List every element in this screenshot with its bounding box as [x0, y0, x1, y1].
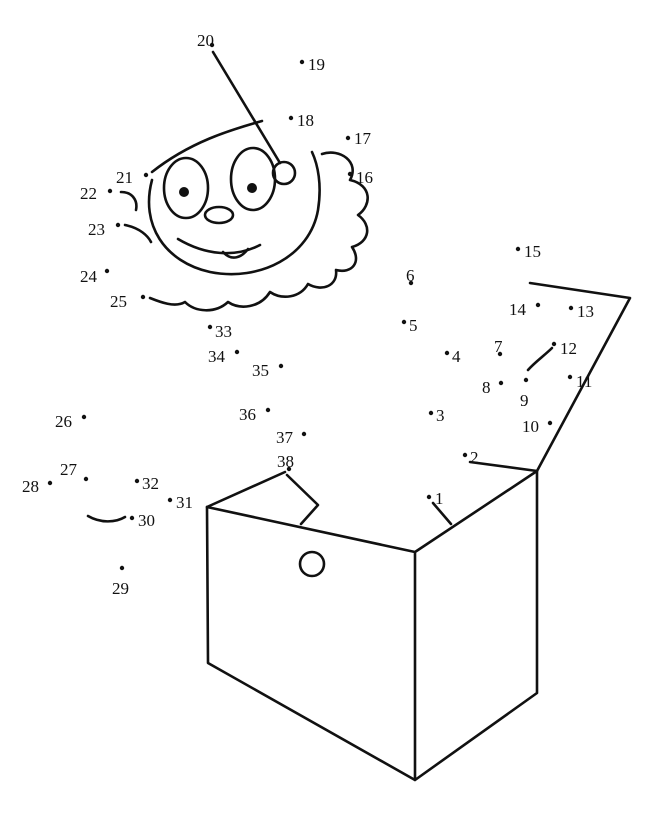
dot-19: [299, 59, 305, 65]
dot-18: [288, 115, 294, 121]
dot-number-16: 16: [356, 168, 373, 187]
left-eye: [162, 156, 210, 220]
dot-14: [535, 302, 541, 308]
scarf-curve: [86, 514, 127, 523]
right-eye: [229, 146, 277, 212]
dot-number-34: 34: [208, 347, 226, 366]
dot-11: [567, 374, 573, 380]
ruff-left: [119, 190, 153, 244]
dot-15: [515, 246, 521, 252]
dot-number-18: 18: [297, 111, 314, 130]
dot-31: [167, 497, 173, 503]
dot-7: [497, 351, 503, 357]
dot-17: [345, 135, 351, 141]
dot-number-36: 36: [239, 405, 256, 424]
dot-29: [119, 565, 125, 571]
dot-38: [286, 466, 292, 472]
pompom: [271, 160, 297, 186]
dot-28: [47, 480, 53, 486]
dot-number-4: 4: [452, 347, 461, 366]
ruff-right: [148, 151, 369, 312]
numbered-dots: 1234567891011121314151617181920212223242…: [22, 31, 594, 598]
dot-13: [568, 305, 574, 311]
dot-number-26: 26: [55, 412, 72, 431]
dot-number-6: 6: [406, 266, 415, 285]
dot-number-27: 27: [60, 460, 78, 479]
dot-number-10: 10: [522, 417, 539, 436]
dot-number-29: 29: [112, 579, 129, 598]
dot-9: [523, 377, 529, 383]
box: [205, 281, 632, 782]
dot-4: [444, 350, 450, 356]
dot-34: [234, 349, 240, 355]
dot-23: [115, 222, 121, 228]
dot-number-31: 31: [176, 493, 193, 512]
dot-number-20: 20: [197, 31, 214, 50]
dot-24: [104, 268, 110, 274]
dot-5: [401, 319, 407, 325]
dot-33: [207, 324, 213, 330]
dot-25: [140, 294, 146, 300]
dot-number-32: 32: [142, 474, 159, 493]
dot-number-8: 8: [482, 378, 491, 397]
dot-21: [143, 172, 149, 178]
dot-number-22: 22: [80, 184, 97, 203]
dot-number-2: 2: [470, 448, 479, 467]
lid-curve: [526, 346, 554, 372]
dot-number-30: 30: [138, 511, 155, 530]
nose: [203, 205, 235, 225]
hat-brim-line: [150, 119, 264, 174]
dot-number-37: 37: [276, 428, 294, 447]
dot-26: [81, 414, 87, 420]
smile: [176, 237, 262, 255]
dot-37: [301, 431, 307, 437]
dot-35: [278, 363, 284, 369]
box-flap-lines: [205, 281, 632, 526]
dot-number-11: 11: [576, 372, 592, 391]
dot-3: [428, 410, 434, 416]
box-hole: [298, 550, 326, 578]
dot-20: [209, 42, 215, 48]
dot-number-23: 23: [88, 220, 105, 239]
dot-number-33: 33: [215, 322, 232, 341]
dot-number-1: 1: [435, 489, 444, 508]
hat-tassel-line: [211, 50, 282, 165]
dot-number-25: 25: [110, 292, 127, 311]
dot-8: [498, 380, 504, 386]
dot-27: [83, 476, 89, 482]
dot-number-21: 21: [116, 168, 133, 187]
dot-6: [408, 280, 414, 286]
dot-number-15: 15: [524, 242, 541, 261]
dot-number-5: 5: [409, 316, 418, 335]
box-outline: [205, 469, 539, 782]
right-pupil: [247, 183, 257, 193]
dot-12: [551, 341, 557, 347]
clown-head: [119, 50, 369, 312]
dot-2: [462, 452, 468, 458]
dot-number-28: 28: [22, 477, 39, 496]
dot-number-13: 13: [577, 302, 594, 321]
dot-number-7: 7: [494, 337, 503, 356]
dot-number-17: 17: [354, 129, 372, 148]
dot-number-35: 35: [252, 361, 269, 380]
dot-16: [347, 171, 353, 177]
face-outline: [147, 150, 321, 276]
dot-36: [265, 407, 271, 413]
left-pupil: [179, 187, 189, 197]
dot-30: [129, 515, 135, 521]
dot-number-24: 24: [80, 267, 98, 286]
dot-10: [547, 420, 553, 426]
dot-22: [107, 188, 113, 194]
dot-number-12: 12: [560, 339, 577, 358]
dot-number-38: 38: [277, 452, 294, 471]
dot-number-3: 3: [436, 406, 445, 425]
smile-shadow: [221, 247, 250, 259]
dot-32: [134, 478, 140, 484]
dot-number-9: 9: [520, 391, 529, 410]
dot-number-19: 19: [308, 55, 325, 74]
dot-number-14: 14: [509, 300, 527, 319]
dot-1: [426, 494, 432, 500]
